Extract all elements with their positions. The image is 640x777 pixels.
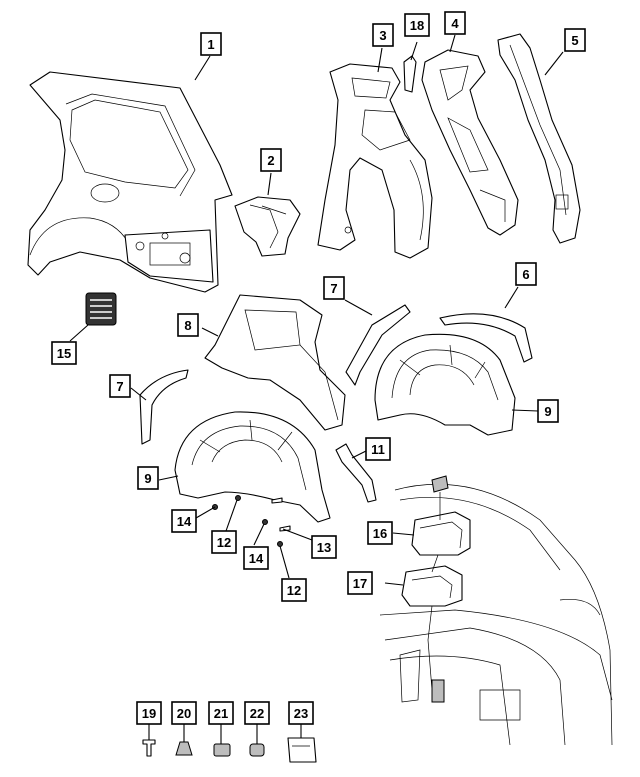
callout-20: 20 <box>171 701 197 725</box>
callout-4: 4 <box>444 11 466 35</box>
callout-1: 1 <box>200 32 222 56</box>
callout-label: 9 <box>144 471 151 486</box>
trim-strip-upper-part <box>345 304 411 386</box>
wheelhouse-inner-part <box>204 294 346 431</box>
callout-label: 14 <box>177 514 192 529</box>
callout-label: 14 <box>249 551 264 566</box>
callout-18: 18 <box>404 13 430 37</box>
fuel-door-assembly-part <box>379 475 613 746</box>
callout-8: 8 <box>177 313 199 337</box>
leader-lines <box>69 34 564 744</box>
callout-12-lower: 12 <box>281 578 307 602</box>
callout-label: 4 <box>451 16 459 31</box>
callout-label: 20 <box>177 706 191 721</box>
small-parts-row <box>142 737 317 763</box>
callout-label: 7 <box>330 281 337 296</box>
callout-9-upper: 9 <box>537 399 559 423</box>
callout-label: 7 <box>116 379 123 394</box>
bracket-part <box>234 196 301 257</box>
callout-13: 13 <box>311 535 337 559</box>
callout-3: 3 <box>372 23 394 47</box>
callout-label: 21 <box>214 706 228 721</box>
callout-19: 19 <box>136 701 162 725</box>
callout-label: 12 <box>287 583 301 598</box>
callout-23: 23 <box>288 701 314 725</box>
callout-label: 16 <box>373 526 387 541</box>
callout-17: 17 <box>347 571 373 595</box>
bracket-strip-part <box>335 443 377 503</box>
pillar-rail-part <box>497 33 581 244</box>
pillar-inner-part <box>317 63 433 259</box>
quarter-panel-part <box>27 71 233 293</box>
liner-strip-part <box>439 313 533 363</box>
callout-12-upper: 12 <box>211 530 237 554</box>
callout-14-left: 14 <box>171 509 197 533</box>
pillar-reinforcement-part <box>421 49 519 236</box>
callout-14-right: 14 <box>243 546 269 570</box>
callout-7-upper: 7 <box>323 276 345 300</box>
callout-label: 22 <box>250 706 264 721</box>
callout-21: 21 <box>208 701 234 725</box>
callout-label: 12 <box>217 535 231 550</box>
callout-label: 18 <box>410 18 424 33</box>
callout-6: 6 <box>515 262 537 286</box>
callout-label: 23 <box>294 706 308 721</box>
callout-label: 2 <box>267 153 274 168</box>
callout-22: 22 <box>244 701 270 725</box>
vent-part <box>85 292 117 326</box>
callout-2: 2 <box>260 148 282 172</box>
callout-label: 11 <box>371 442 385 457</box>
callout-label: 8 <box>184 318 191 333</box>
callout-11: 11 <box>365 437 391 461</box>
callout-label: 17 <box>353 576 367 591</box>
callout-label: 5 <box>571 33 578 48</box>
callout-7-lower: 7 <box>109 374 131 398</box>
callout-5: 5 <box>564 28 586 52</box>
callout-label: 1 <box>207 37 214 52</box>
callout-label: 15 <box>57 346 71 361</box>
wheelhouse-liner-lower-part <box>174 411 331 523</box>
callout-9-lower: 9 <box>137 466 159 490</box>
callout-label: 3 <box>379 28 386 43</box>
callout-label: 13 <box>317 540 331 555</box>
callout-label: 19 <box>142 706 156 721</box>
callout-16: 16 <box>367 521 393 545</box>
clip-part <box>403 55 417 93</box>
wheelhouse-liner-upper-part <box>374 333 516 436</box>
callout-label: 6 <box>522 267 529 282</box>
callout-15: 15 <box>51 341 77 365</box>
trim-strip-lower-part <box>139 369 189 445</box>
callout-label: 9 <box>544 404 551 419</box>
